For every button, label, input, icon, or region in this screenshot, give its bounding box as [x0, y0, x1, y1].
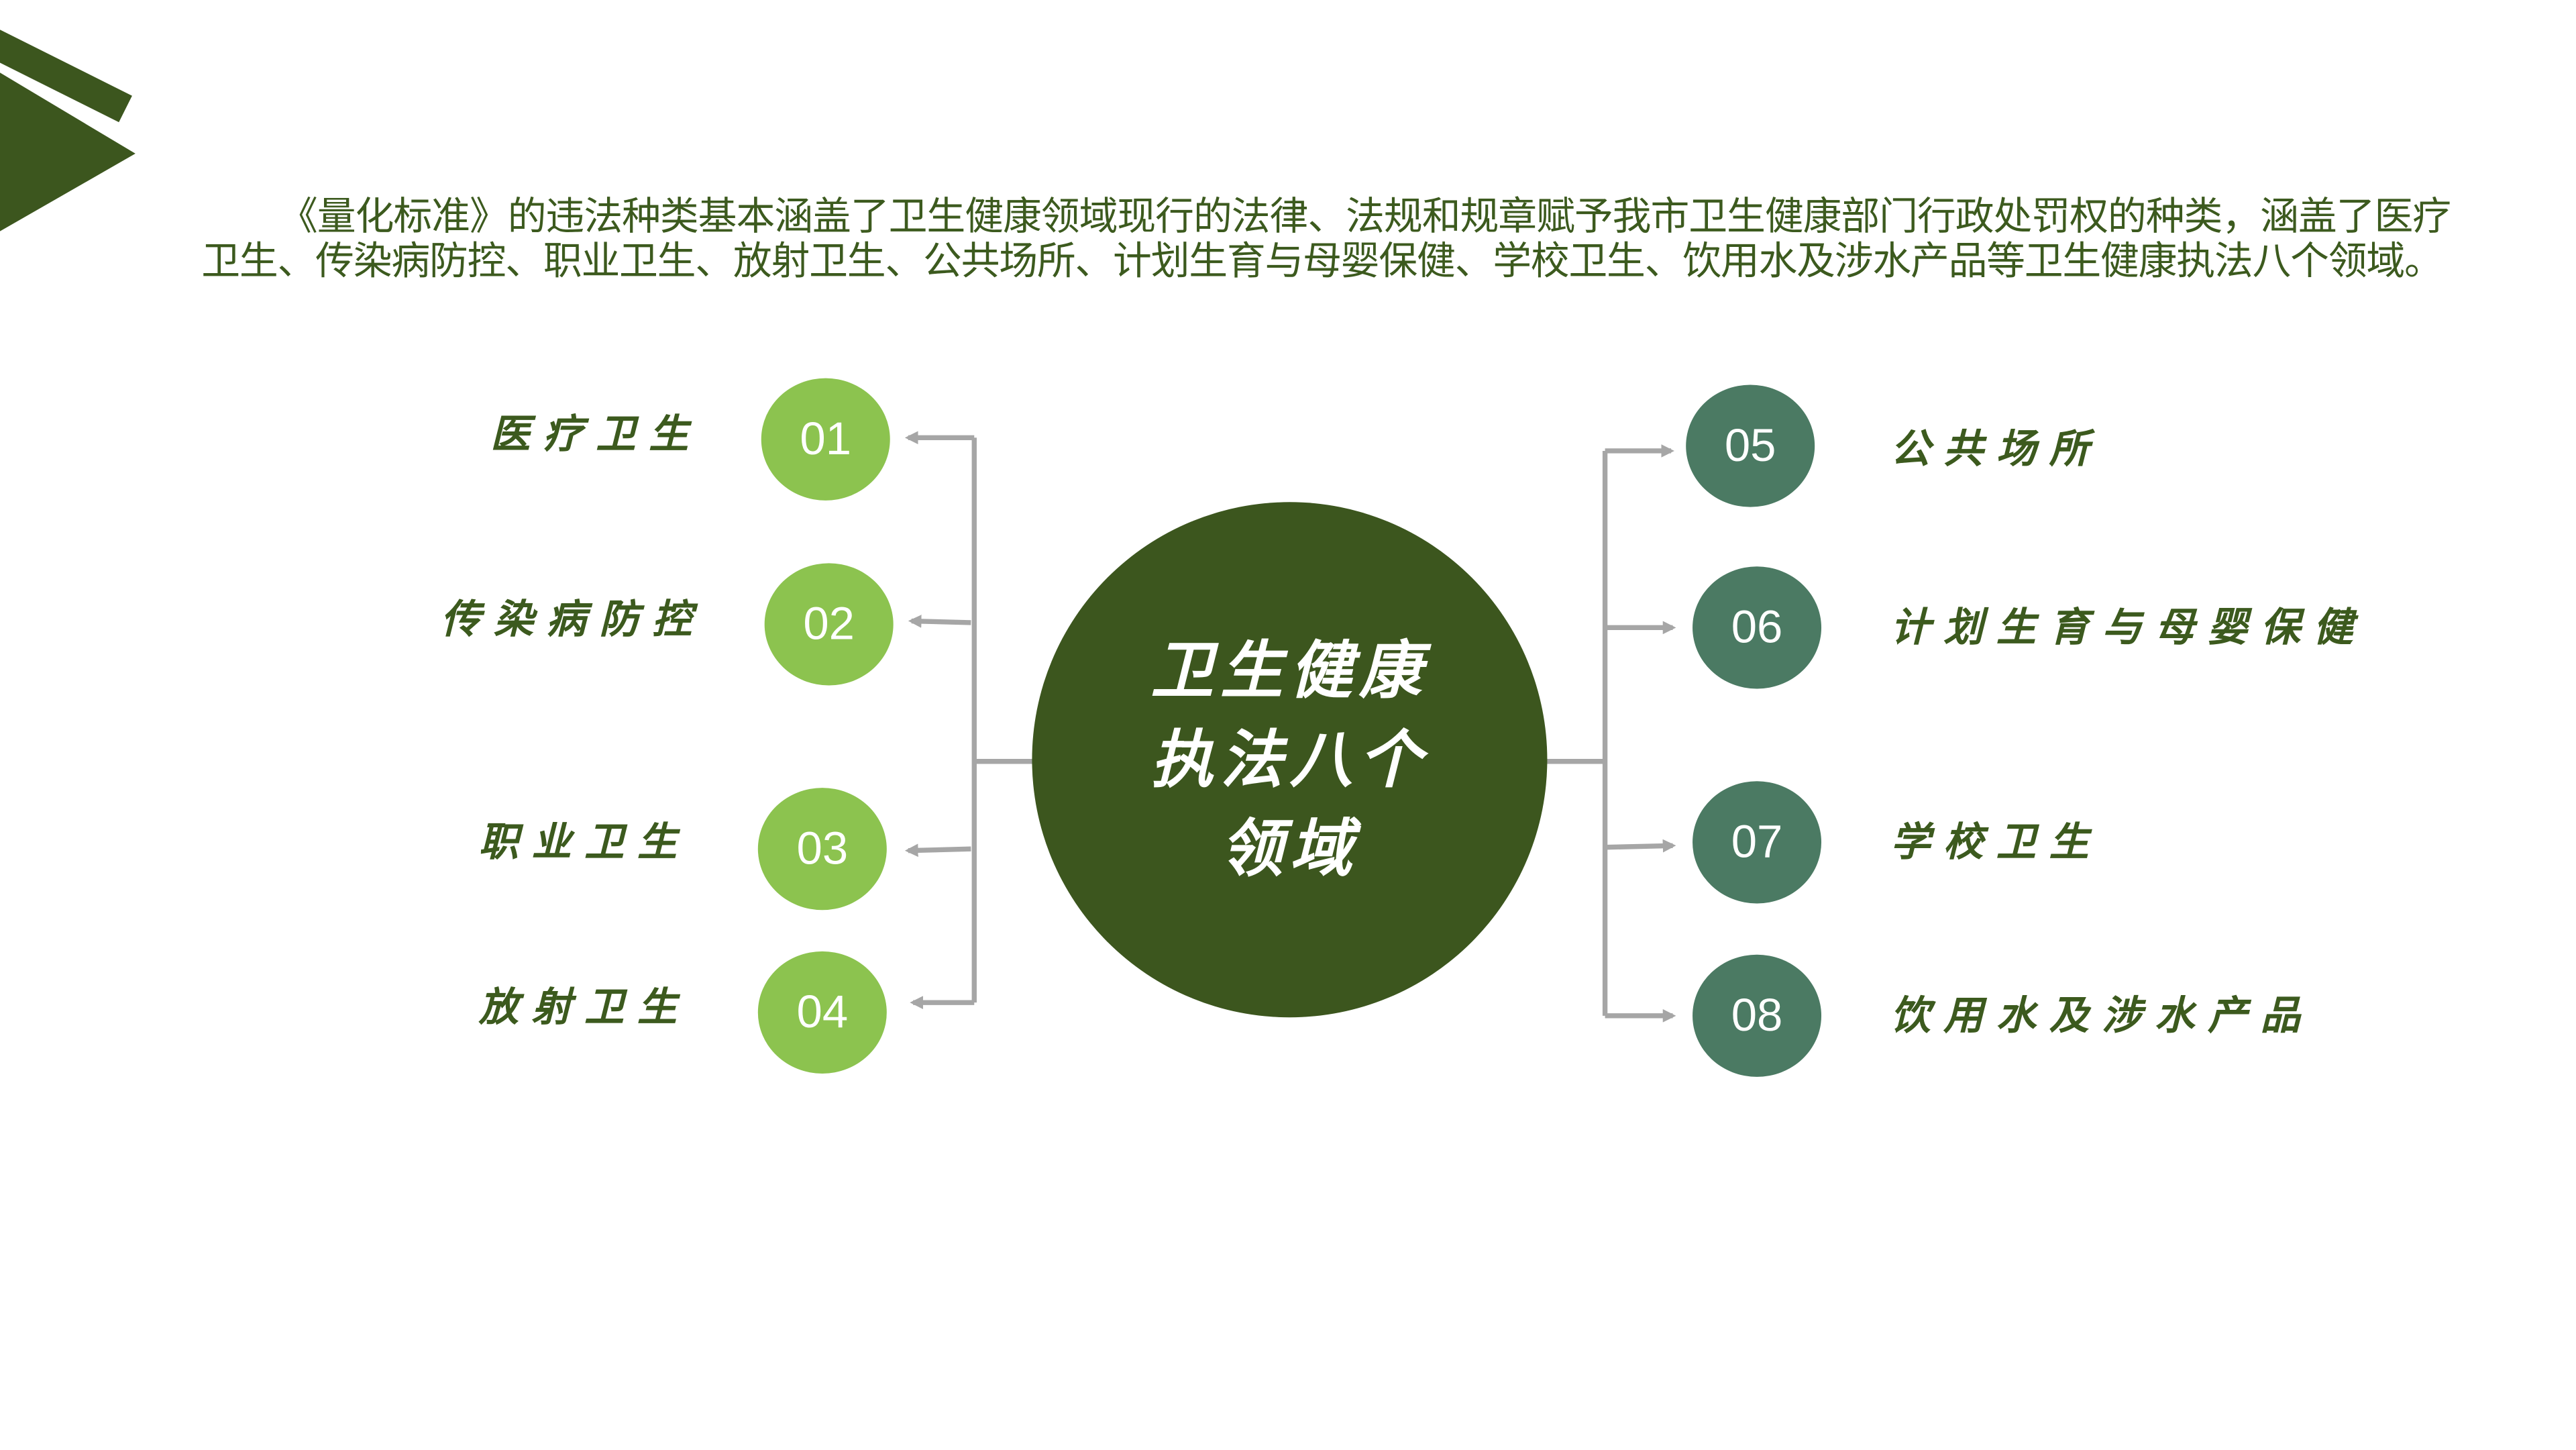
- node-08: 08: [1693, 954, 1822, 1077]
- logo-chevron-icon: [0, 30, 136, 231]
- label-06: 计划生育与母婴保健: [1890, 603, 2367, 651]
- node-07: 07: [1693, 781, 1822, 904]
- node-02: 02: [764, 563, 894, 686]
- node-06: 06: [1693, 566, 1822, 689]
- label-04: 放射卫生: [478, 982, 690, 1031]
- label-03: 职业卫生: [478, 817, 690, 866]
- intro-paragraph: 《量化标准》的违法种类基本涵盖了卫生健康领域现行的法律、法规和规章赋予我市卫生健…: [201, 193, 2451, 284]
- label-02: 传染病防控: [441, 594, 706, 643]
- center-circle: 卫生健康执法八个领域: [1032, 502, 1548, 1018]
- node-04: 04: [757, 951, 887, 1074]
- label-01: 医疗卫生: [490, 409, 702, 458]
- node-05: 05: [1686, 384, 1815, 507]
- center-title: 卫生健康执法八个领域: [1150, 632, 1429, 886]
- node-01: 01: [761, 378, 890, 501]
- arrow-02: [908, 615, 971, 628]
- label-08: 饮用水及涉水产品: [1890, 990, 2314, 1039]
- node-03: 03: [757, 788, 887, 911]
- label-07: 学校卫生: [1890, 817, 2102, 866]
- arrow-07: [1605, 839, 1676, 853]
- arrow-03: [904, 843, 971, 858]
- label-05: 公共场所: [1890, 424, 2102, 472]
